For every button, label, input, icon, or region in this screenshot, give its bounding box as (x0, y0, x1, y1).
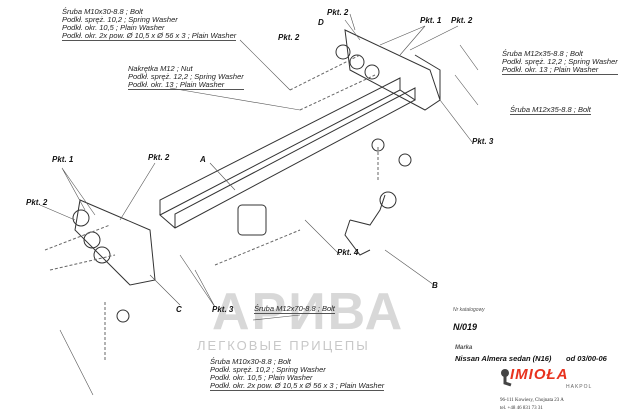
brand-phone: tel. +48 46 831 73 31 (500, 406, 543, 411)
callout-line: Podkł. spręż. 10,2 ; Spring Washer (62, 15, 178, 24)
car-years: od 03/00-06 (566, 354, 607, 363)
callout-line: Podkł. okr. 13 ; Plain Washer (128, 80, 225, 89)
marker-pkt3: Pkt. 3 (472, 137, 494, 146)
callout-line: Podkł. okr. 10,5 ; Plain Washer (210, 373, 313, 382)
crossbar-beam (159, 77, 416, 229)
marker-d: D (318, 18, 324, 27)
callout-line: Śruba M10x30-8.8 ; Bolt (62, 7, 143, 16)
marker-c: C (176, 305, 182, 314)
callout-line: Podkł. okr. 13 ; Plain Washer (502, 65, 599, 74)
callout-line: Podkł. spręż. 12,2 ; Spring Washer (502, 57, 618, 66)
right-bracket (344, 29, 441, 111)
marker-pkt1: Pkt. 1 (52, 155, 74, 164)
car-model: Nissan Almera sedan (N16) (455, 354, 552, 363)
callout-line: Podkł. okr. 10,5 ; Plain Washer (62, 23, 165, 32)
brand-sub: HAKPOL (566, 384, 593, 390)
marker-pkt1: Pkt. 1 (420, 16, 442, 25)
catalog-number: N/019 (453, 322, 478, 332)
brand-address: 96-111 Kowiesy, Chojnata 23 A (500, 398, 564, 403)
callout-line: Podkł. okr. 2x pow. Ø 10,5 x Ø 56 x 3 ; … (210, 381, 385, 390)
make-label: Marka (455, 345, 473, 351)
marker-a: A (200, 155, 206, 164)
watermark-title: АРИВА (212, 283, 405, 341)
callout-bottom-bolt: Śruba M12x70-8.8 ; Bolt (254, 304, 335, 314)
marker-b: B (432, 281, 438, 290)
callout-line: Nakrętka M12 ; Nut (128, 64, 193, 73)
callout-line: Śruba M12x35-8.8 ; Bolt (502, 49, 583, 58)
brand-logo: IMIOŁA (510, 366, 569, 383)
tow-ball (344, 191, 397, 256)
callout-nut: Nakrętka M12 ; Nut Podkł. spręż. 12,2 ; … (128, 65, 244, 90)
left-bracket (74, 199, 156, 286)
marker-pkt2: Pkt. 2 (451, 16, 473, 25)
marker-pkt2: Pkt. 2 (278, 33, 300, 42)
socket-plate (237, 204, 267, 236)
marker-pkt4: Pkt. 4 (337, 248, 359, 257)
catalog-label: Nr katalogowy (453, 307, 485, 313)
marker-pkt3: Pkt. 3 (212, 305, 234, 314)
callout-top-left: Śruba M10x30-8.8 ; Bolt Podkł. spręż. 10… (62, 7, 237, 41)
callout-line: Śruba M10x30-8.8 ; Bolt (210, 357, 291, 366)
callout-right-bolt: Śruba M12x35-8.8 ; Bolt (510, 105, 591, 115)
marker-pkt2: Pkt. 2 (26, 198, 48, 207)
marker-pkt2: Pkt. 2 (327, 8, 349, 17)
towball-logo-icon (501, 369, 512, 387)
callout-line: Podkł. spręż. 12,2 ; Spring Washer (128, 72, 244, 81)
callout-line: Podkł. spręż. 10,2 ; Spring Washer (210, 365, 326, 374)
marker-pkt2: Pkt. 2 (148, 153, 170, 162)
watermark-subtitle: ЛЕГКОВЫЕ ПРИЦЕПЫ (197, 338, 370, 353)
callout-bottom: Śruba M10x30-8.8 ; Bolt Podkł. spręż. 10… (210, 357, 385, 391)
callout-line: Podkł. okr. 2x pow. Ø 10,5 x Ø 56 x 3 ; … (62, 31, 237, 40)
callout-top-right: Śruba M12x35-8.8 ; Bolt Podkł. spręż. 12… (502, 50, 618, 75)
